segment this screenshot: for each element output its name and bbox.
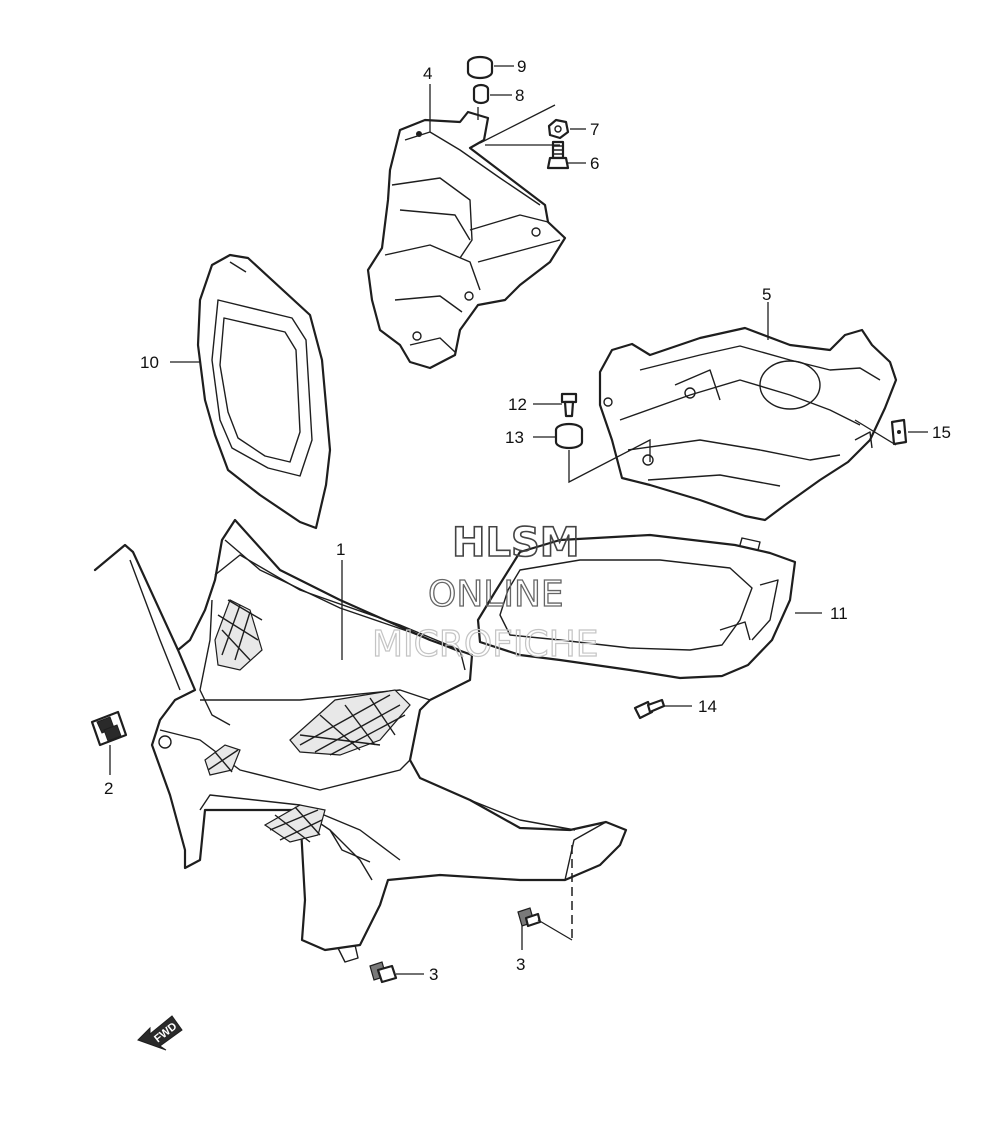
assembly-lines (477, 104, 897, 941)
callout-8: 8 (515, 86, 524, 105)
part-2-emblem[interactable] (90, 710, 128, 747)
callout-14: 14 (698, 697, 717, 716)
part-9-grommet[interactable] (466, 55, 494, 80)
callout-11: 11 (830, 604, 848, 623)
part-1-front-grille[interactable] (93, 518, 628, 963)
callout-12: 12 (508, 395, 527, 414)
watermark: HLSM ONLINE MICROFICHE (371, 519, 599, 665)
callout-13: 13 (505, 428, 524, 447)
part-6-bolt[interactable] (546, 140, 570, 170)
part-14-screw[interactable] (633, 698, 666, 720)
lower-mesh (204, 744, 326, 843)
part-15-clip[interactable] (890, 418, 908, 446)
forward-direction-badge: FWD (137, 1015, 183, 1051)
callout-5: 5 (762, 285, 771, 304)
watermark-line3: MICROFICHE (372, 624, 598, 665)
part-12-screw[interactable] (560, 392, 578, 418)
callout-labels: 4 9 8 7 6 10 5 12 13 15 1 11 14 2 3 3 (104, 57, 951, 984)
callout-3b: 3 (516, 955, 525, 974)
part-3a-screw[interactable] (369, 961, 398, 984)
part-5-lower-cover[interactable] (598, 326, 898, 522)
part-8-collar[interactable] (472, 83, 490, 105)
part-4-headlight-housing[interactable] (366, 110, 567, 370)
callout-10: 10 (140, 353, 159, 372)
upper-mesh (214, 599, 263, 671)
callout-6: 6 (590, 154, 599, 173)
part-10-headlight-bezel[interactable] (196, 253, 332, 530)
middle-mesh (289, 689, 411, 756)
watermark-line1: HLSM (452, 520, 580, 566)
callout-2: 2 (104, 779, 113, 798)
fwd-arrow-icon (137, 1015, 183, 1051)
callout-9: 9 (517, 57, 526, 76)
part-11-headlight-bezel[interactable] (476, 533, 797, 680)
callout-15: 15 (932, 423, 951, 442)
callout-1: 1 (336, 540, 345, 559)
callout-4: 4 (423, 64, 432, 83)
part-3b-screw[interactable] (517, 907, 542, 928)
callout-3a: 3 (429, 965, 438, 984)
leader-lines (109, 65, 928, 975)
part-7-nut[interactable] (547, 118, 570, 140)
part-13-grommet[interactable] (554, 422, 584, 450)
watermark-line2: ONLINE (428, 574, 564, 615)
callout-7: 7 (590, 120, 599, 139)
